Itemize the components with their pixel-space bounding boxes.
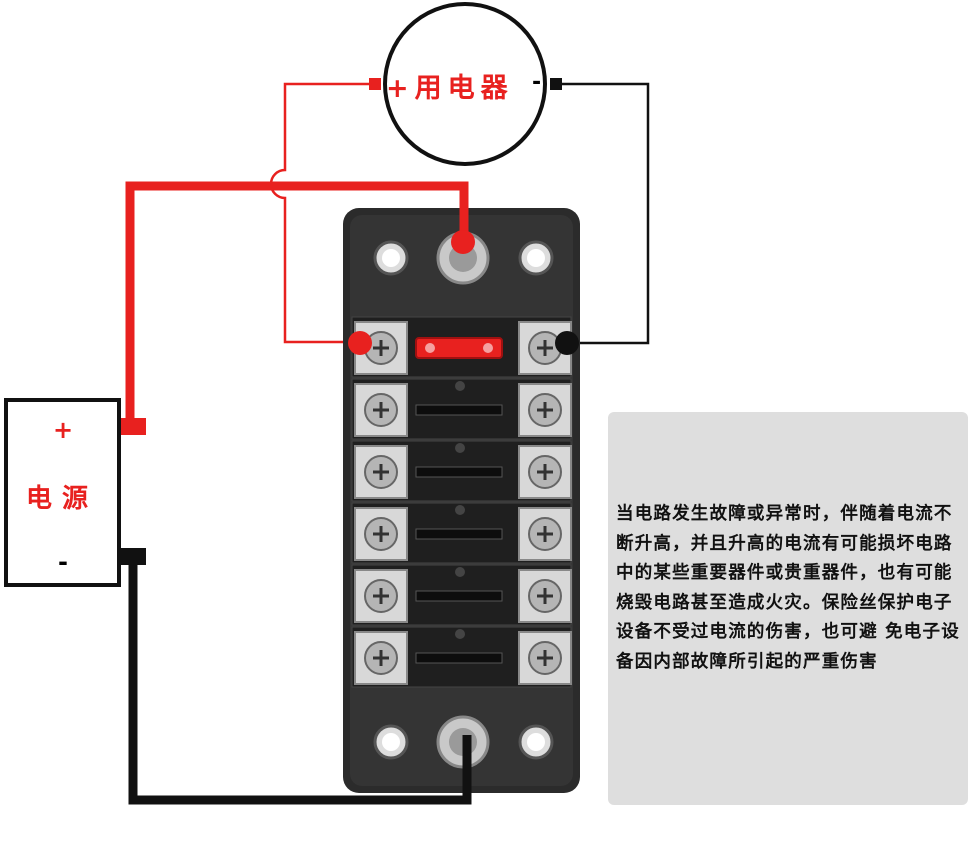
fuse-slot [415, 590, 503, 602]
led-indicator [455, 505, 465, 515]
fuse-block [343, 208, 580, 793]
fuse-slot [415, 652, 503, 664]
load-minus-label: - [532, 70, 542, 95]
load-positive-terminal [369, 78, 381, 90]
led-indicator [455, 567, 465, 577]
power-source-box [4, 398, 121, 587]
mount-hole [382, 733, 400, 751]
fuse-slot [415, 404, 503, 416]
mount-hole [527, 733, 545, 751]
fuse-blade [483, 343, 493, 353]
led-indicator [455, 629, 465, 639]
load-return-connection-dot [555, 331, 579, 355]
power-source-plus-label: + [53, 416, 74, 444]
mount-hole [382, 249, 400, 267]
mount-hole [527, 249, 545, 267]
load-negative-terminal [550, 78, 562, 90]
led-indicator [455, 443, 465, 453]
note-panel [608, 412, 968, 805]
fuse-input-connection-dot [348, 331, 372, 355]
power-source-label: 电源 [26, 484, 99, 514]
supply-negative-terminal [118, 548, 146, 565]
installed-fuse [415, 337, 503, 359]
fuse-slot [415, 528, 503, 540]
power-source-minus-label: - [58, 548, 68, 576]
load-negative-wire [556, 82, 650, 345]
supply-positive-terminal [118, 418, 146, 435]
load-label: +用电器 [386, 73, 514, 104]
note-text: 当电路发生故障或异常时，伴随着电流不断升高，并且升高的电流有可能损坏电路中的某些… [616, 504, 960, 672]
top-stud-connection-dot [451, 230, 475, 254]
load-circle [383, 2, 547, 166]
fuse-slot [415, 466, 503, 478]
fuse-blade [425, 343, 435, 353]
led-indicator [455, 381, 465, 391]
